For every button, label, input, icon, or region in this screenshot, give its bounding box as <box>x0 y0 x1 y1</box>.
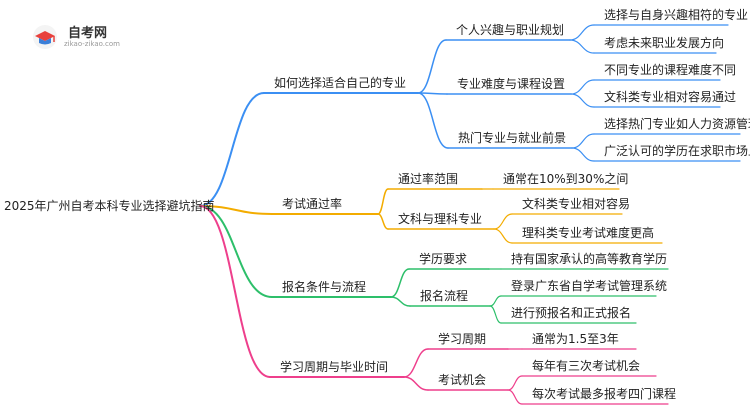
leaf-connector <box>571 133 595 149</box>
leaf-label: 进行预报名和正式报名 <box>511 306 632 320</box>
subtopic-label: 个人兴趣与职业规划 <box>456 23 565 37</box>
leaf-connector <box>489 305 502 324</box>
leaf-connector <box>493 228 513 244</box>
leaf-label: 考虑未来职业发展方向 <box>604 36 725 50</box>
subtopic-connector <box>417 39 447 94</box>
subtopic-connector <box>390 268 410 298</box>
subtopic-label: 通过率范围 <box>398 172 459 186</box>
subtopic-connector <box>417 92 448 95</box>
leaf-label: 广泛认可的学历在求职市场上 <box>604 144 750 158</box>
branch-connector <box>199 205 273 215</box>
leaf-label: 不同专业的课程难度不同 <box>604 63 737 77</box>
site-logo[interactable]: 自考网 zikao-zikao.com <box>30 20 150 56</box>
leaf-connector <box>507 389 523 405</box>
mindmap-root: 2025年广州自考本科专业选择避坑指南 <box>4 199 215 213</box>
leaf-label: 选择热门专业如人力资源管理 <box>604 117 750 131</box>
branch-connector <box>199 205 273 298</box>
leaf-label: 文科类专业相对容易 <box>522 197 631 211</box>
subtopic-label: 热门专业与就业前景 <box>458 131 567 145</box>
leaf-connector <box>570 79 595 95</box>
leaf-connector <box>569 24 595 41</box>
subtopic-connector <box>403 376 429 391</box>
branch-label: 考试通过率 <box>282 197 343 211</box>
branch-label: 报名条件与流程 <box>282 280 367 294</box>
branch-connector <box>199 92 265 207</box>
subtopic-label: 学习周期 <box>438 332 487 346</box>
leaf-label: 持有国家承认的高等教育学历 <box>511 252 668 266</box>
subtopic-label: 考试机会 <box>438 373 487 387</box>
leaf-label: 登录广东省自学考试管理系统 <box>511 279 668 293</box>
leaf-label: 理科类专业考试难度更高 <box>522 226 655 240</box>
leaf-connector <box>507 375 523 391</box>
subtopic-label: 报名流程 <box>420 289 469 303</box>
subtopic-connector <box>417 92 449 149</box>
leaf-connector <box>489 295 502 307</box>
leaf-connector <box>493 213 513 230</box>
leaf-label: 通常为1.5至3年 <box>532 332 619 346</box>
logo-title: 自考网 <box>68 26 108 41</box>
leaf-connector <box>570 93 595 108</box>
branch-connector <box>199 205 271 378</box>
branch-label: 学习周期与毕业时间 <box>280 360 389 374</box>
leaf-label: 通常在10%到30%之间 <box>503 172 629 186</box>
subtopic-label: 专业难度与课程设置 <box>457 77 566 91</box>
leaf-label: 选择与自身兴趣相符的专业 <box>604 8 749 22</box>
subtopic-connector <box>377 188 389 215</box>
leaf-label: 每年有三次考试机会 <box>532 359 641 373</box>
leaf-label: 每次考试最多报考四门课程 <box>532 387 677 401</box>
subtopic-connector <box>390 296 411 307</box>
subtopic-label: 学历要求 <box>419 252 468 266</box>
subtopic-label: 文科与理科专业 <box>398 212 483 226</box>
graduation-cap-icon <box>33 25 57 49</box>
subtopic-connector <box>377 213 389 230</box>
leaf-label: 文科类专业相对容易通过 <box>604 90 737 104</box>
leaf-connector <box>569 39 595 54</box>
subtopic-connector <box>403 348 429 378</box>
logo-url: zikao-zikao.com <box>64 40 120 48</box>
branch-label: 如何选择适合自己的专业 <box>274 76 407 90</box>
leaf-connector <box>571 147 595 162</box>
